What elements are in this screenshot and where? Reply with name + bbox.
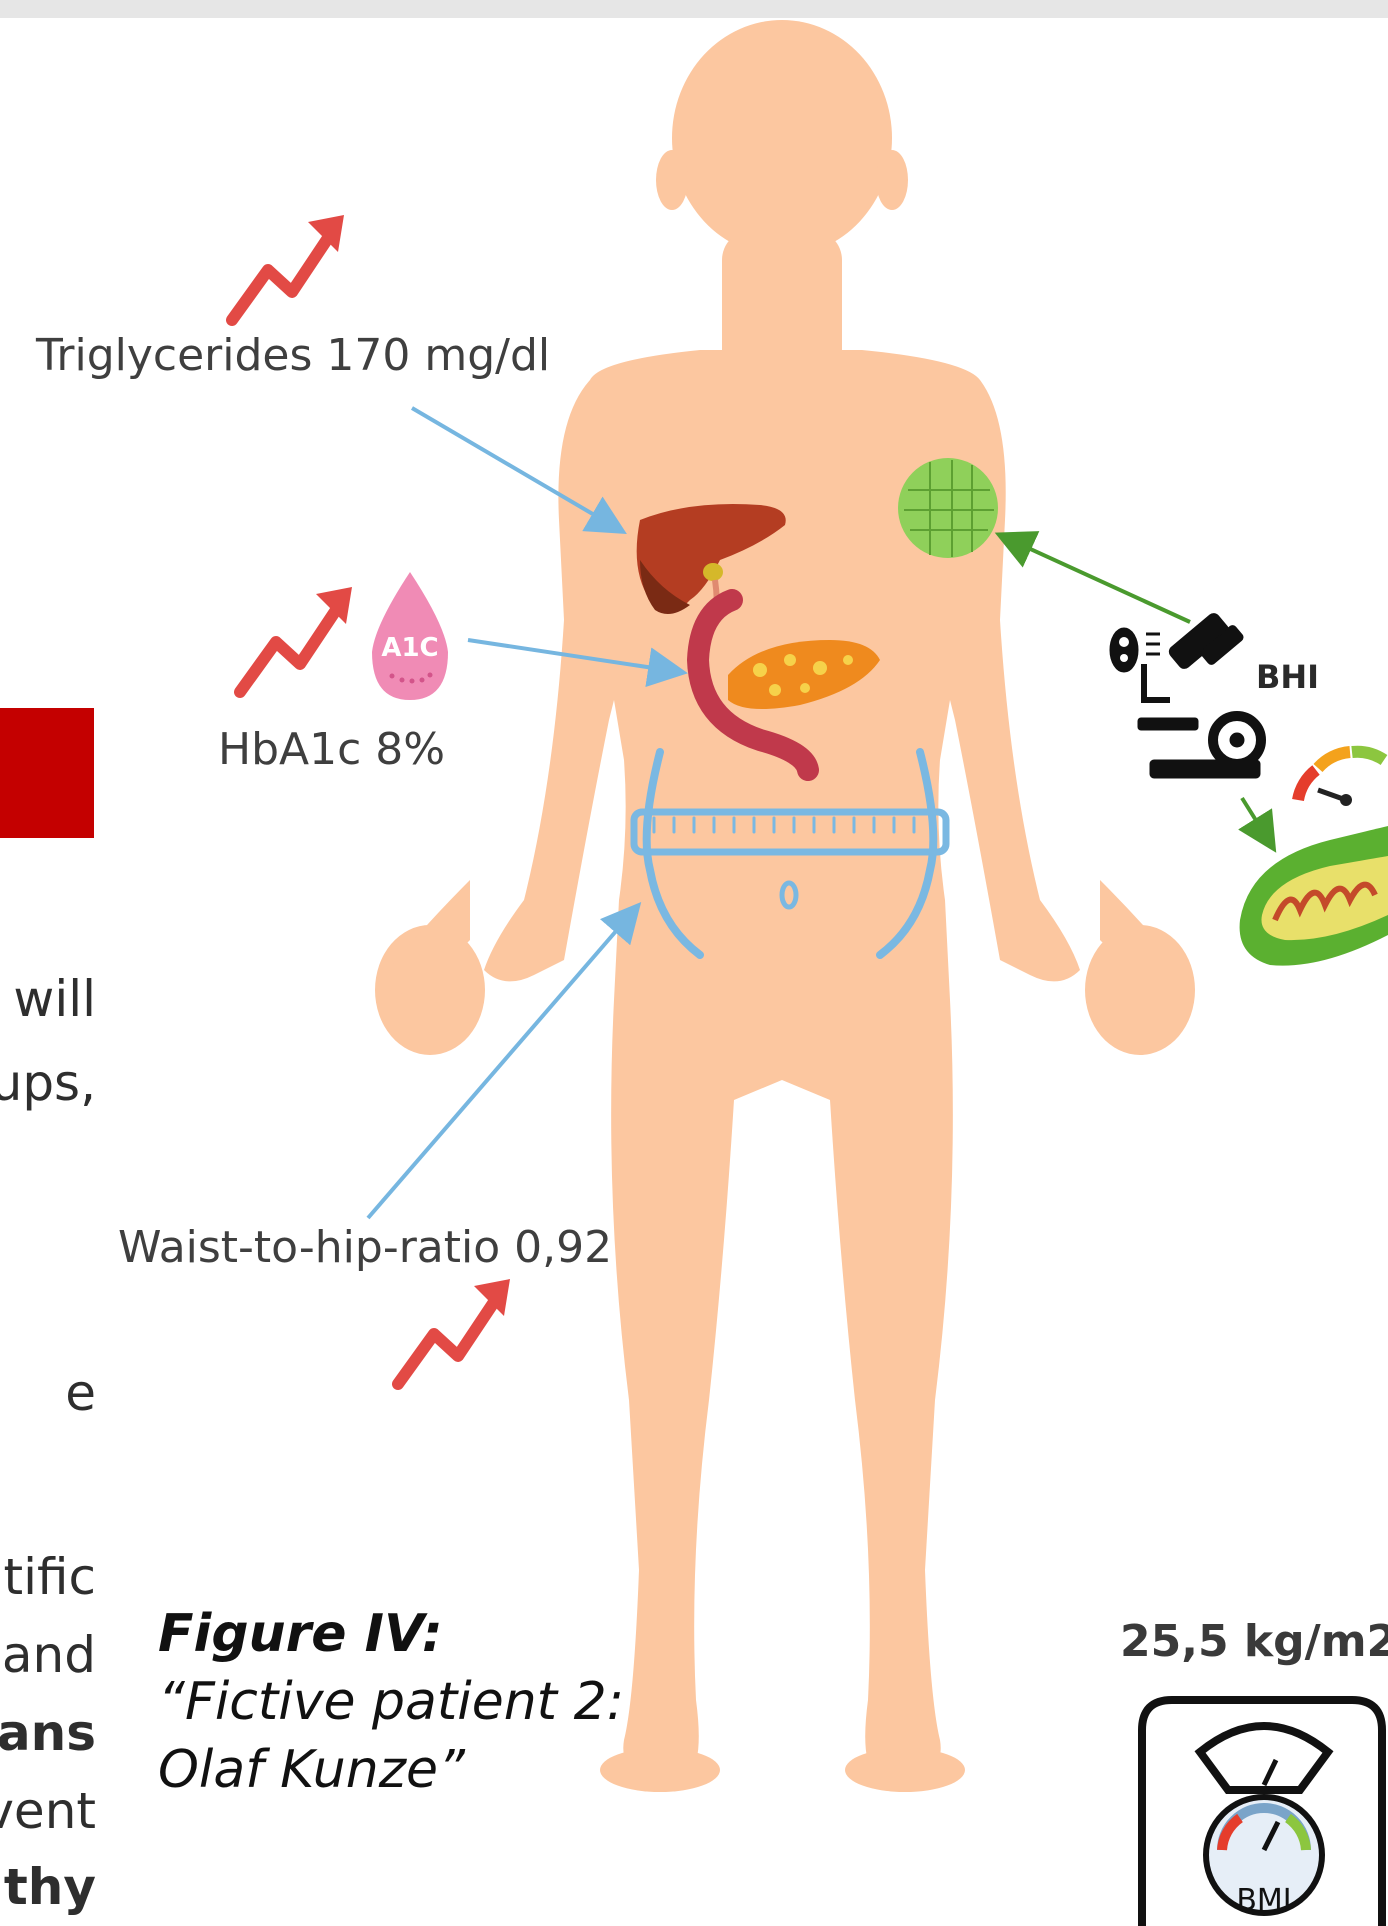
blood-drop-icon: A1C	[372, 572, 448, 700]
left-text-fragment: ups,	[0, 1054, 96, 1112]
trend-up-icon	[240, 587, 352, 692]
a1c-drop-label: A1C	[381, 633, 438, 663]
adipose-tissue-icon	[898, 458, 998, 558]
hba1c-label: HbA1c 8%	[218, 724, 445, 775]
bmi-scale-icon: BMI	[1142, 1700, 1382, 1926]
figure-caption: Figure IV: “Fictive patient 2: Olaf Kunz…	[158, 1600, 624, 1804]
triglycerides-label: Triglycerides 170 mg/dl	[36, 330, 550, 381]
caption-line: Olaf Kunze”	[158, 1736, 624, 1804]
gauge-icon	[1298, 752, 1384, 806]
bhi-label: BHI	[1256, 658, 1319, 696]
trend-up-icon	[232, 215, 344, 320]
left-text-fragment: will	[13, 970, 96, 1028]
caption-line: “Fictive patient 2:	[158, 1668, 624, 1736]
left-text-fragment: ans	[0, 1704, 96, 1762]
left-text-fragment: and	[2, 1626, 96, 1684]
waist-to-hip-label: Waist-to-hip-ratio 0,92	[118, 1222, 612, 1273]
microscope-icon	[1110, 611, 1261, 778]
bmi-value-label: 25,5 kg/m2	[1120, 1616, 1388, 1667]
pointer-lines-green	[1002, 536, 1272, 846]
left-text-fragment: tific	[4, 1548, 96, 1606]
left-text-fragment: lthy	[0, 1858, 96, 1916]
bmi-scale-label: BMI	[1236, 1883, 1291, 1918]
trend-up-icon	[398, 1279, 510, 1384]
caption-title: Figure IV:	[158, 1600, 624, 1668]
left-text-fragment: vent	[0, 1782, 96, 1840]
mitochondria-icon	[1240, 826, 1388, 966]
left-text-fragment: e	[65, 1364, 96, 1422]
red-header-block	[0, 708, 94, 838]
